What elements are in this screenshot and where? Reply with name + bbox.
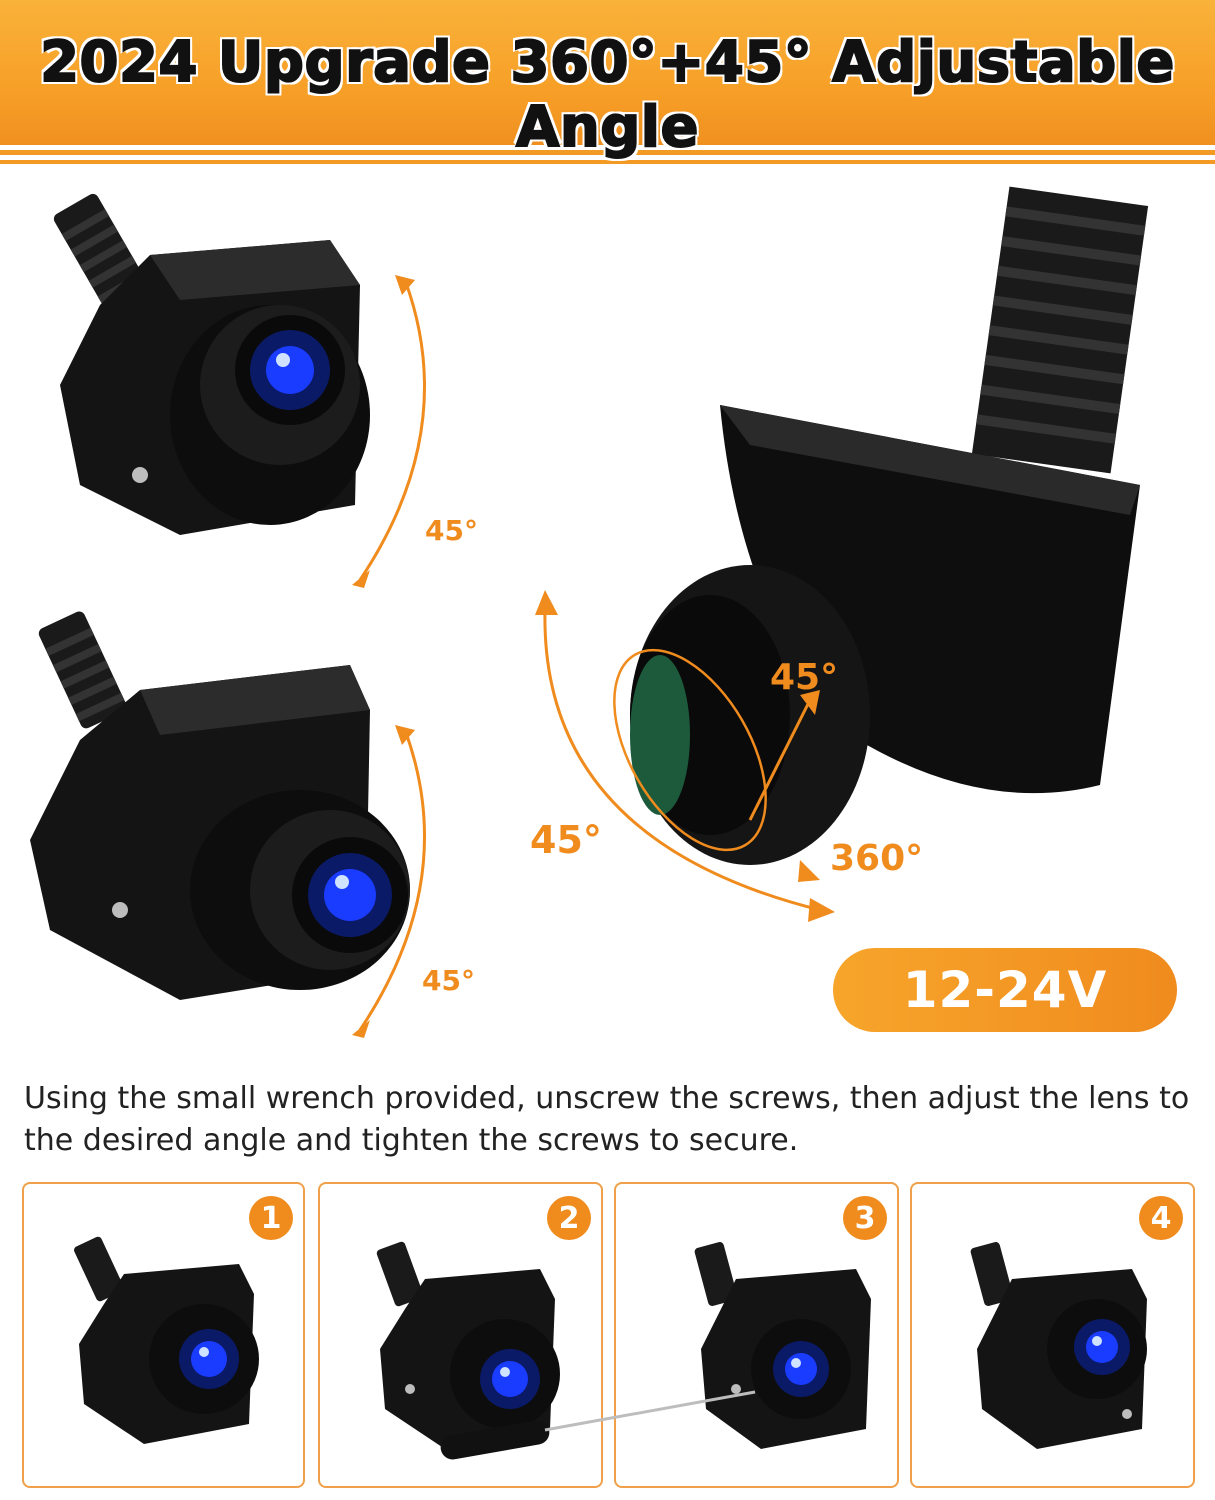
camera-step-4-image xyxy=(970,1242,1147,1449)
step-panel-2: 2 xyxy=(318,1182,603,1488)
camera-step-2-image xyxy=(376,1241,560,1449)
page-title: 2024 Upgrade 360°+45° Adjustable Angle xyxy=(39,29,1175,161)
step-panel-1: 1 xyxy=(22,1182,305,1488)
angle-label-rotation: 360° xyxy=(830,838,924,879)
header-divider-thin xyxy=(0,160,1215,164)
angle-label-bottom-left: 45° xyxy=(422,964,475,997)
header-banner xyxy=(0,0,1215,145)
step-number-4: 4 xyxy=(1139,1196,1183,1240)
swing-arc-right xyxy=(535,590,835,922)
voltage-badge: 12-24V xyxy=(833,948,1177,1032)
angle-label-top-left: 45° xyxy=(425,514,478,547)
camera-top-left-image xyxy=(53,193,370,535)
header-divider xyxy=(0,150,1215,155)
tilt-arc-bottom xyxy=(352,725,426,1038)
camera-step-3-image xyxy=(694,1242,871,1449)
step-number-1: 1 xyxy=(249,1196,293,1240)
step-panel-3: 3 xyxy=(614,1182,899,1488)
angle-label-swing: 45° xyxy=(530,818,602,862)
step-number-3: 3 xyxy=(843,1196,887,1240)
tilt-arc-top xyxy=(352,275,426,588)
instructions-text: Using the small wrench provided, unscrew… xyxy=(24,1081,1190,1158)
camera-bottom-left-image xyxy=(30,611,410,1000)
screwdriver-icon xyxy=(440,1390,756,1460)
camera-large-image xyxy=(630,186,1149,865)
angle-label-tilt: 45° xyxy=(770,657,839,698)
step-number-2: 2 xyxy=(547,1196,591,1240)
camera-step-1-image xyxy=(74,1236,259,1444)
step-panel-4: 4 xyxy=(910,1182,1195,1488)
